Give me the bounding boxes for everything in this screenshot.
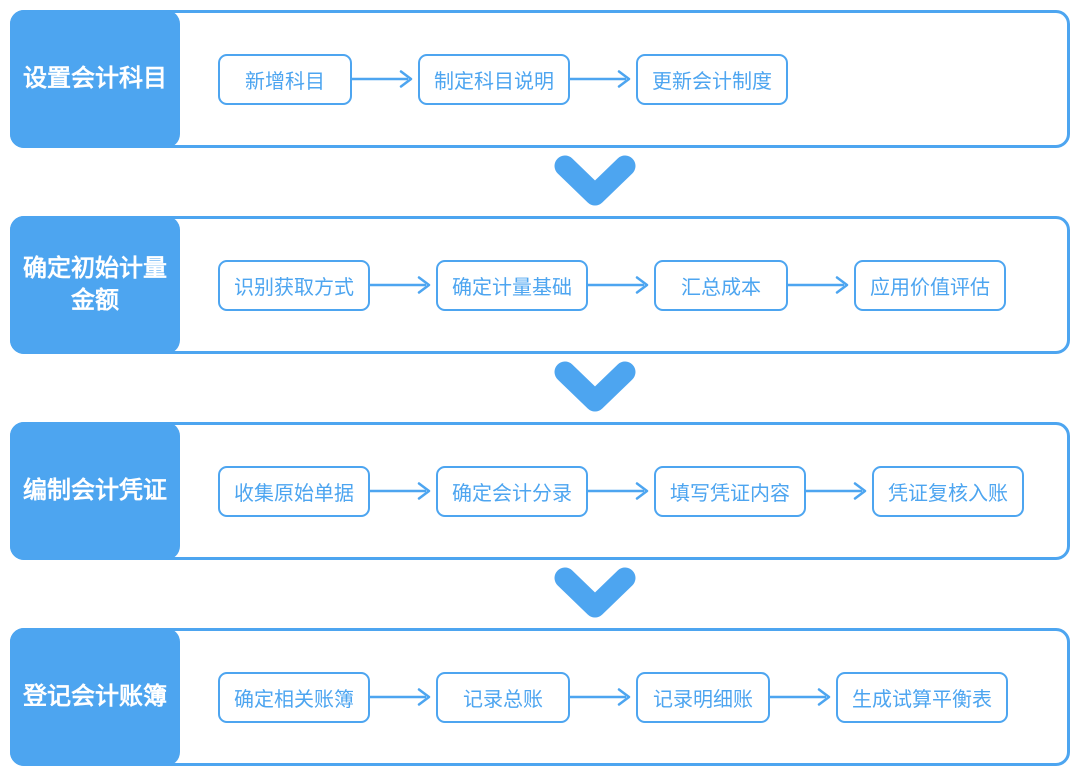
phase-label: 编制会计凭证 xyxy=(10,422,180,560)
chevron-down-icon xyxy=(554,361,636,412)
step-box: 填写凭证内容 xyxy=(654,465,806,517)
phase-row-1: 设置会计科目 新增科目 制定科目说明 更新会计制度 xyxy=(10,10,1070,148)
phase-label: 确定初始计量金额 xyxy=(10,216,180,354)
arrow-right-icon xyxy=(588,482,649,500)
phase-label: 登记会计账簿 xyxy=(10,628,180,766)
step-box: 收集原始单据 xyxy=(218,465,370,517)
phase-row-4: 登记会计账簿 确定相关账簿 记录总账 记录明细账 生成试算平衡表 xyxy=(10,628,1070,766)
phase-label: 设置会计科目 xyxy=(10,10,180,148)
step-box: 更新会计制度 xyxy=(636,53,788,105)
step-box: 生成试算平衡表 xyxy=(836,671,1008,723)
step-box: 应用价值评估 xyxy=(854,259,1006,311)
arrow-right-icon xyxy=(352,70,413,88)
arrow-right-icon xyxy=(788,276,849,294)
steps-track: 收集原始单据 确定会计分录 填写凭证内容 凭证复核入账 xyxy=(218,425,1057,557)
step-box: 记录总账 xyxy=(436,671,570,723)
step-box: 确定计量基础 xyxy=(436,259,588,311)
phase-connector xyxy=(10,148,1070,216)
step-box: 汇总成本 xyxy=(654,259,788,311)
step-box: 记录明细账 xyxy=(636,671,770,723)
step-box: 凭证复核入账 xyxy=(872,465,1024,517)
arrow-right-icon xyxy=(370,688,431,706)
arrow-right-icon xyxy=(370,276,431,294)
steps-track: 识别获取方式 确定计量基础 汇总成本 应用价值评估 xyxy=(218,219,1057,351)
arrow-right-icon xyxy=(570,688,631,706)
phase-connector xyxy=(10,354,1070,422)
step-box: 确定相关账簿 xyxy=(218,671,370,723)
phase-row-2: 确定初始计量金额 识别获取方式 确定计量基础 汇总成本 应用价值评估 xyxy=(10,216,1070,354)
phase-connector xyxy=(10,560,1070,628)
steps-track: 新增科目 制定科目说明 更新会计制度 xyxy=(218,13,1057,145)
steps-track: 确定相关账簿 记录总账 记录明细账 生成试算平衡表 xyxy=(218,631,1057,763)
step-box: 新增科目 xyxy=(218,53,352,105)
arrow-right-icon xyxy=(770,688,831,706)
step-box: 识别获取方式 xyxy=(218,259,370,311)
chevron-down-icon xyxy=(554,155,636,206)
arrow-right-icon xyxy=(588,276,649,294)
step-box: 确定会计分录 xyxy=(436,465,588,517)
arrow-right-icon xyxy=(370,482,431,500)
chevron-down-icon xyxy=(554,567,636,618)
arrow-right-icon xyxy=(570,70,631,88)
step-box: 制定科目说明 xyxy=(418,53,570,105)
arrow-right-icon xyxy=(806,482,867,500)
phase-row-3: 编制会计凭证 收集原始单据 确定会计分录 填写凭证内容 凭证复核入账 xyxy=(10,422,1070,560)
